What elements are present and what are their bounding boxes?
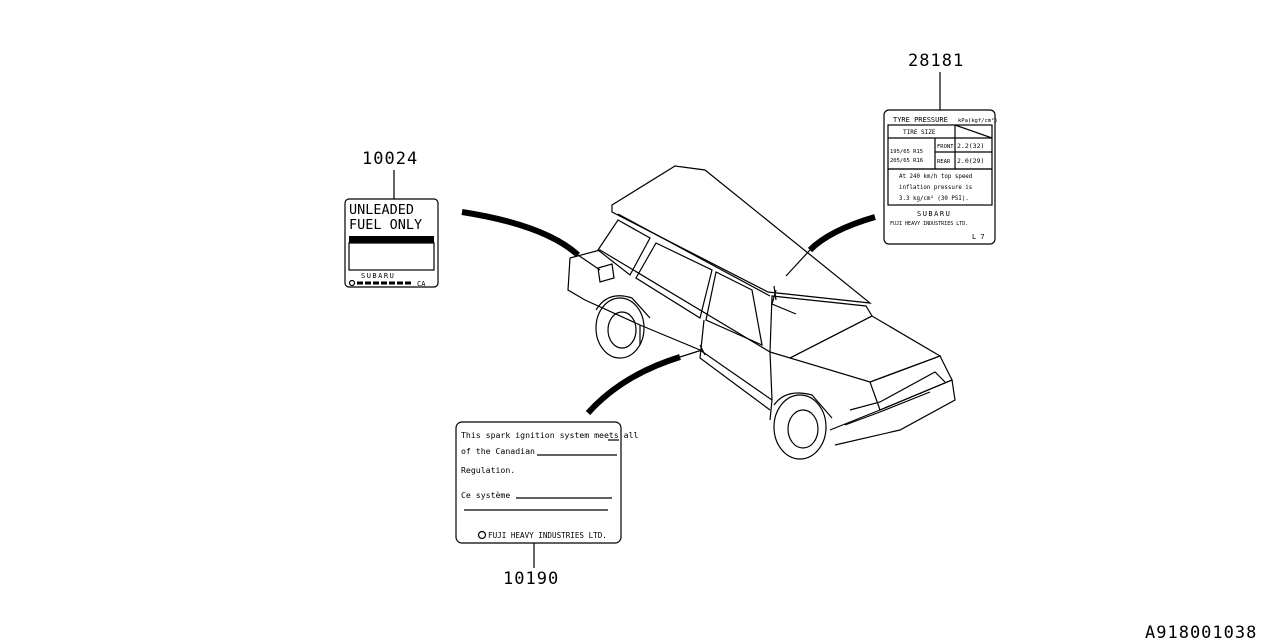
tire-label-maker: FUJI HEAVY INDUSTRIES LTD. (890, 221, 968, 227)
leader-lines (393, 72, 941, 568)
emission-label-line3: Regulation. (461, 465, 515, 475)
emission-label-line1: This spark ignition system meets all (461, 430, 639, 440)
emission-label-line2: of the Canadian (461, 446, 535, 456)
vehicle-illustration (567, 165, 956, 460)
tire-label-heading: TYRE PRESSURE (893, 116, 948, 124)
emission-label-line4: Ce système (461, 490, 510, 500)
diagram-id: A918001038 (1145, 623, 1257, 640)
tire-label-footer-code: L 7 (972, 233, 985, 241)
tire-rear-label: REAR (937, 159, 951, 165)
tire-note-line1: At 240 km/h top speed (899, 174, 972, 180)
tire-front-label: FRONT (937, 144, 954, 150)
tire-front-value: 2.2(32) (957, 142, 984, 150)
fuel-label-line1: UNLEADED (349, 202, 414, 218)
tire-label-part[interactable]: 28181 TYRE PRESSURE kPa(kgf/cm²) TIRE SI… (883, 51, 998, 245)
tire-size-1: 195/65 R15 (890, 149, 923, 155)
emission-label-part[interactable]: This spark ignition system meets all of … (455, 421, 639, 589)
tire-size-2: 205/65 R16 (890, 158, 923, 164)
tire-size-header: TIRE SIZE (903, 129, 936, 136)
fuel-label-footer-code: CA (417, 280, 426, 288)
tire-label-heading-unit: kPa(kgf/cm²) (958, 117, 998, 124)
emission-label-maker: FUJI HEAVY INDUSTRIES LTD. (488, 531, 607, 540)
fuel-label-black-bar (349, 236, 434, 243)
fuji-emblem-icon-2 (477, 530, 487, 540)
fuji-emblem-icon (348, 279, 356, 287)
tire-note-line2: inflation pressure is (899, 185, 972, 191)
part-number-10190: 10190 (503, 569, 559, 589)
tire-rear-value: 2.0(29) (957, 157, 984, 165)
part-number-10024: 10024 (362, 149, 418, 169)
fuel-label-line2: FUEL ONLY (349, 217, 422, 233)
fuel-label-part[interactable]: 10024 UNLEADED FUEL ONLY SUBARU CA (344, 149, 439, 288)
fuel-label-brand: SUBARU (361, 272, 395, 280)
tire-note-line3: 3.3 kg/cm² (30 PSI). (899, 195, 969, 202)
tire-label-brand: SUBARU (917, 210, 951, 218)
part-number-28181: 28181 (908, 51, 964, 71)
